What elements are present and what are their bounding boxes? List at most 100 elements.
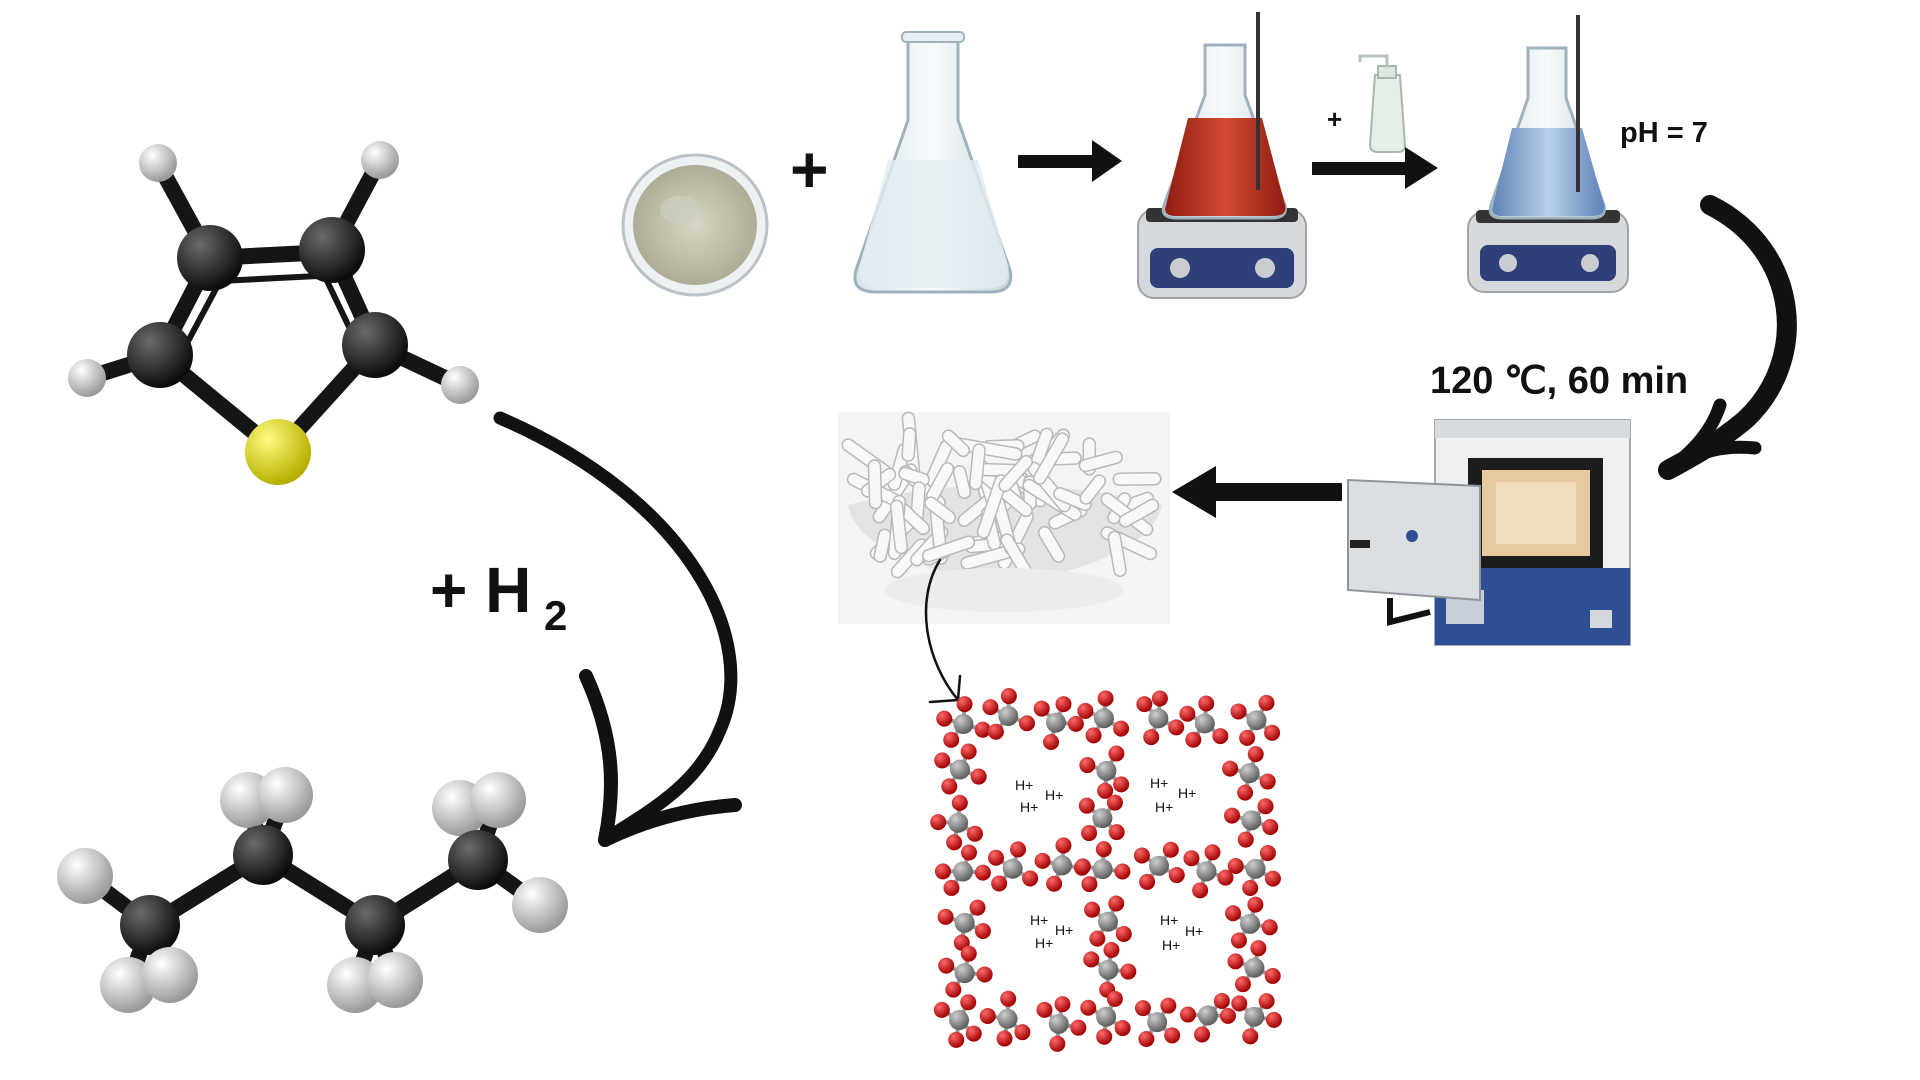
oxygen-atom [982, 699, 999, 716]
oxygen-atom [943, 879, 960, 896]
silicon-atom [1244, 957, 1265, 978]
silicon-atom [1045, 712, 1066, 733]
oxygen-atom [948, 1031, 965, 1048]
reaction-arrow [493, 411, 742, 847]
oxygen-atom [936, 710, 953, 727]
oxygen-atom [956, 696, 973, 713]
oxygen-atom [1234, 976, 1251, 993]
plus-sign-small: + [1327, 104, 1342, 134]
oxygen-atom [1265, 1011, 1282, 1028]
arrow-to-pellets [1172, 466, 1342, 518]
silicon-atom [954, 912, 975, 933]
oxygen-atom [1239, 729, 1256, 746]
oxygen-atom [965, 1025, 982, 1042]
silicon-atom [1147, 1012, 1168, 1033]
pellet [898, 466, 930, 487]
oxygen-atom [1231, 995, 1248, 1012]
oxygen-atom [933, 1001, 950, 1018]
silicon-atom [1092, 859, 1113, 880]
svg-text:+ H: + H [430, 554, 531, 626]
oxygen-atom [1074, 858, 1091, 875]
oxygen-atom [1018, 715, 1035, 732]
silicon-atom [1148, 708, 1169, 729]
conditions-label: 120 ℃, 60 min [1430, 360, 1688, 402]
oxygen-atom [1079, 757, 1096, 774]
silicon-atom [1240, 913, 1261, 934]
oxygen-atom [960, 743, 977, 760]
pellet [998, 454, 1034, 493]
silicon-atom [948, 812, 969, 833]
oxygen-atom [960, 994, 977, 1011]
oxygen-atom [937, 908, 954, 925]
oxygen-atom [941, 778, 958, 795]
proton-label: H+ [1030, 912, 1048, 928]
oxygen-atom [946, 834, 963, 851]
oxygen-atom [1120, 963, 1137, 980]
oxygen-atom [969, 899, 986, 916]
oxygen-atom [1237, 784, 1254, 801]
pellet [1107, 530, 1127, 577]
oxygen-atom [945, 981, 962, 998]
oxygen-atom [951, 794, 968, 811]
oxygen-atom [1108, 895, 1125, 912]
oxygen-atom [1227, 857, 1244, 874]
pellet [976, 474, 1008, 539]
pellet [889, 499, 908, 555]
pellet [1079, 474, 1107, 505]
oxygen-atom [1162, 841, 1179, 858]
oxygen-atom [1194, 1026, 1211, 1043]
silicon-atom [1048, 1013, 1069, 1034]
plus-sign: + [790, 132, 829, 206]
red-solution-stirrer [1137, 12, 1307, 299]
silicon-atom [1246, 710, 1267, 731]
oxygen-atom [1113, 776, 1130, 793]
silicon-atom [1098, 959, 1119, 980]
proton-label: H+ [1178, 785, 1196, 801]
silicon-atom [1092, 808, 1113, 829]
oxygen-atom [930, 814, 947, 831]
oxygen-atom [960, 844, 977, 861]
oxygen-atom [1000, 990, 1017, 1007]
silicon-atom [1239, 763, 1260, 784]
oxygen-atom [1089, 930, 1106, 947]
oxygen-atom [1134, 1000, 1151, 1017]
oxygen-atom [1230, 703, 1247, 720]
proton-label: H+ [1162, 937, 1180, 953]
pellet [968, 443, 986, 491]
oxygen-atom [987, 849, 1004, 866]
silicon-atom [1148, 855, 1169, 876]
oxygen-atom [1164, 1027, 1181, 1044]
pellet [867, 459, 883, 510]
oxygen-atom [1055, 696, 1072, 713]
silicon-atom [1096, 760, 1117, 781]
oxygen-atom [1261, 919, 1278, 936]
oxygen-atom [1054, 996, 1071, 1013]
oxygen-atom [1225, 905, 1242, 922]
silicon-atom [1197, 1005, 1218, 1026]
oxygen-atom [1183, 850, 1200, 867]
oxygen-atom [974, 721, 991, 738]
oxygen-atom [1213, 992, 1230, 1009]
oxygen-atom [1264, 870, 1281, 887]
muffle-furnace [1347, 419, 1631, 646]
arrow-to-zeolite [924, 558, 962, 704]
oxygen-atom [1000, 688, 1017, 705]
svg-text:2: 2 [544, 592, 567, 639]
proton-label: H+ [1015, 777, 1033, 793]
oxygen-atom [1185, 731, 1202, 748]
arrow-to-neutralize [1312, 147, 1438, 189]
oxygen-atom [976, 966, 993, 983]
oxygen-atom [960, 945, 977, 962]
oxygen-atom [938, 957, 955, 974]
oxygen-atom [943, 731, 960, 748]
pellet [952, 464, 972, 500]
oxygen-atom [1049, 1035, 1066, 1052]
oxygen-atom [1034, 852, 1051, 869]
oxygen-atom [1247, 746, 1264, 763]
powder-petri-dish [621, 153, 769, 297]
oxygen-atom [970, 768, 987, 785]
oxygen-atom [1036, 1001, 1053, 1018]
pellet [873, 528, 892, 563]
oxygen-atom [1258, 694, 1275, 711]
